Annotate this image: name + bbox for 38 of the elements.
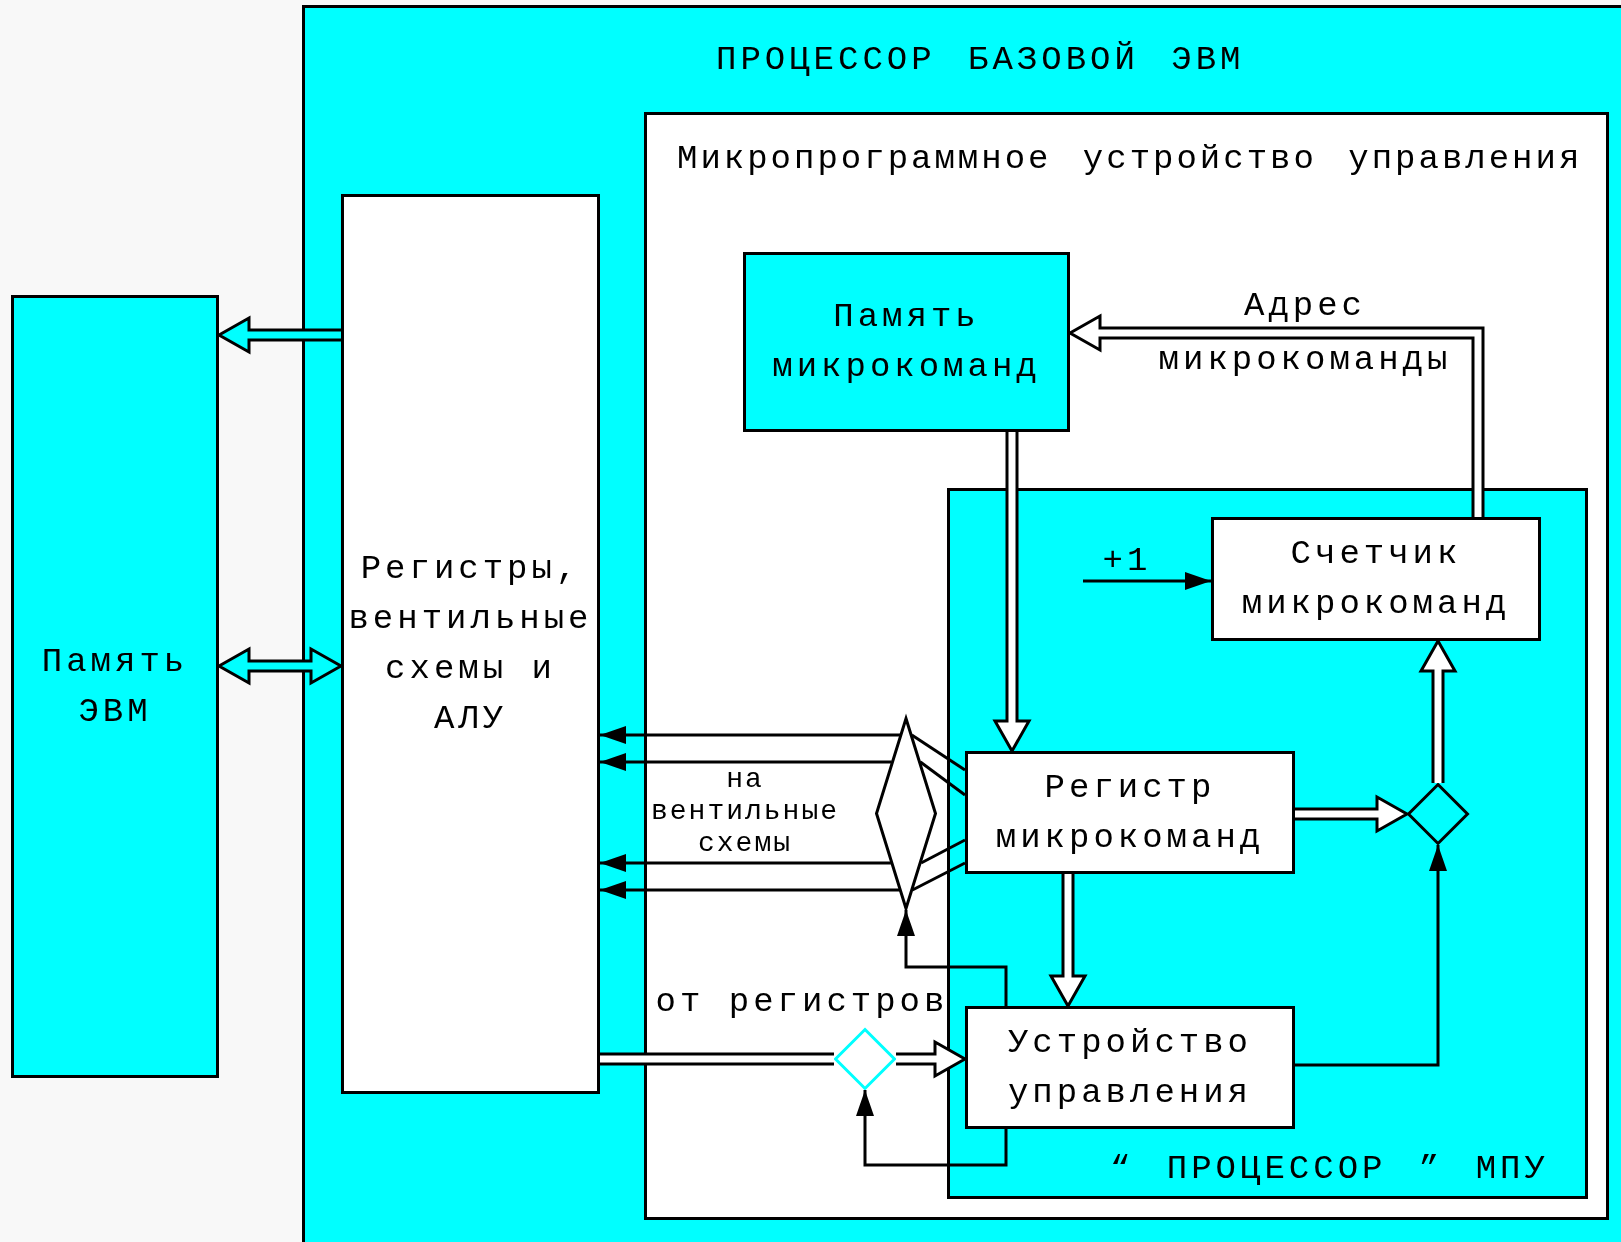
connector-line [920,838,966,865]
registers-box [341,194,600,1094]
connector-line [910,733,966,772]
decision-diamond [1407,783,1469,845]
processor-panel [947,488,1588,1199]
box-label: Регистр микрокоманд [994,767,1266,859]
signal-label: на вентильные схемы [650,764,840,860]
bus-arrow [1295,794,1411,834]
control-unit-panel [644,112,1609,1220]
panel-title: ПРОЦЕССОР БАЗОВОЙ ЭВМ [716,40,1245,81]
box-label: Память ЭВМ [40,641,190,733]
arrow [600,854,891,872]
box-label: Устройство управления [1006,1022,1253,1114]
box-label: Регистры, вентильные схемы и АЛУ [347,549,594,740]
panel-title: “ ПРОЦЕССОР ” МПУ [1110,1149,1549,1190]
memory-box [11,295,219,1078]
bus-line [600,1052,834,1066]
arrow [897,910,1008,1006]
box-label: Счетчик микрокоманд [1240,534,1512,625]
edge-label: +1 [1101,544,1153,578]
memory-box [743,252,1070,432]
arrow [1295,845,1447,1067]
arrow [600,753,892,771]
register-box [965,751,1295,874]
counter-box [1211,517,1541,641]
panel-title: Микропрограммное устройство управления [677,139,1583,180]
arrow [600,726,901,744]
connector-line [919,760,966,797]
arrow [1083,572,1211,590]
arrow [600,881,900,899]
arrow [856,1090,1008,1167]
edge-label: Адрес микрокоманды [1157,286,1453,381]
connector-line [911,861,966,892]
box-label: Память микрокоманд [771,297,1042,388]
processor-panel [302,5,1621,1242]
edge-label: от регистров [654,982,950,1022]
decision-diamond [834,1028,896,1090]
control-box [965,1006,1295,1129]
